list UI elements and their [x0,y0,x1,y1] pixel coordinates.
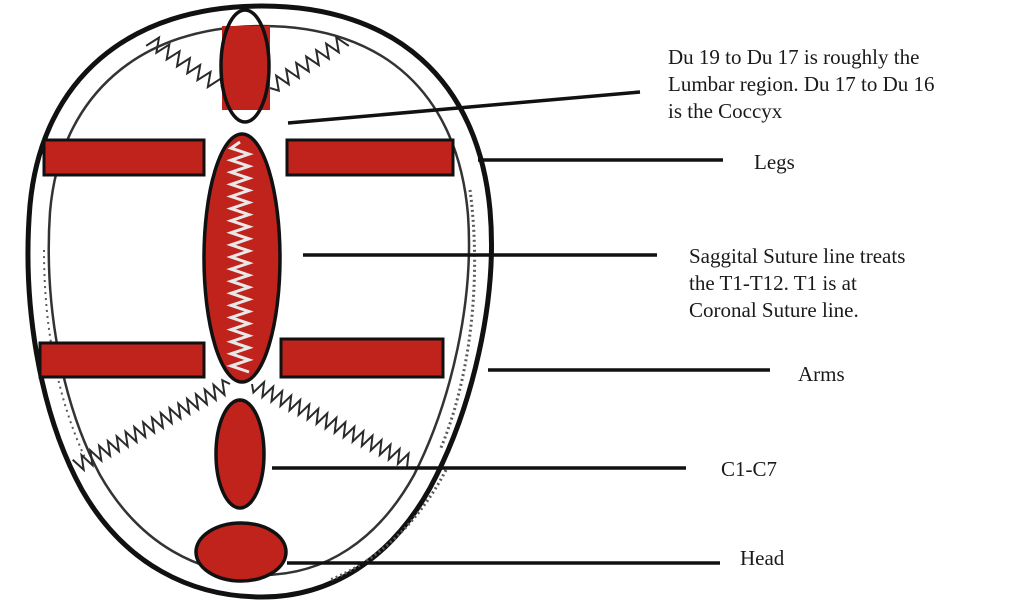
head-region [196,523,286,581]
arms-label: Arms [798,361,845,388]
lumbar-coccyx-label: Du 19 to Du 17 is roughly the Lumbar reg… [668,44,935,125]
saggital-suture-label: Saggital Suture line treats the T1-T12. … [689,243,905,324]
leg-region-left [44,140,204,175]
lumbar-region-fill [222,26,270,110]
cervical-region [216,400,264,508]
leg-region-right [287,140,453,175]
arm-region-right [281,339,443,377]
legs-label: Legs [754,149,795,176]
cervical-label: C1-C7 [721,456,777,483]
head-label: Head [740,545,784,572]
arm-region-left [40,343,204,377]
